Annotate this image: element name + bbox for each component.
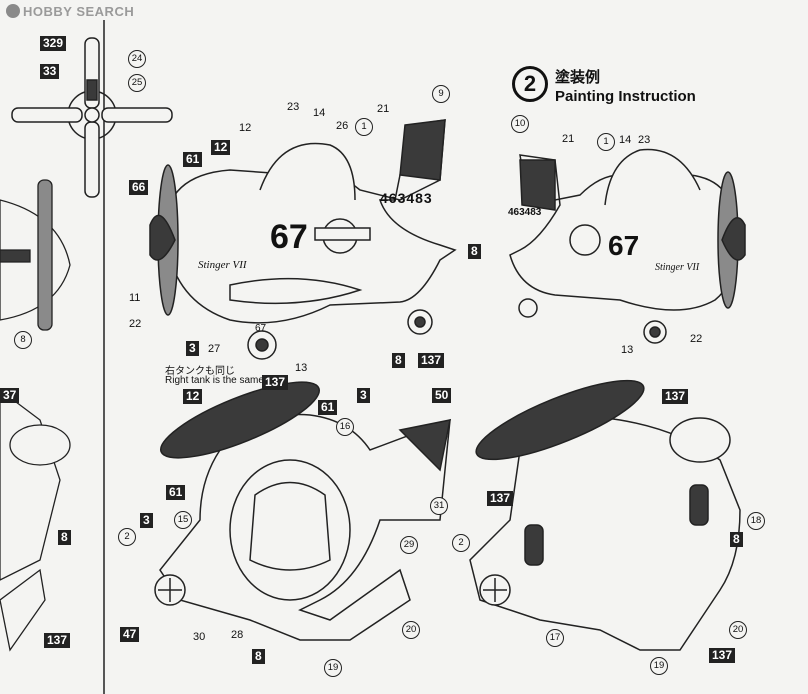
paint-callout-137-bottom: 137	[662, 389, 689, 404]
part-callout-20: 20	[402, 621, 420, 639]
paint-callout-137-side: 137	[262, 375, 289, 390]
section-title-jp: 塗装例	[555, 69, 601, 86]
part-callout-25: 25	[128, 74, 146, 92]
paint-callout-66: 66	[129, 180, 149, 195]
drop-tank-number: 67	[255, 323, 267, 334]
top-view-aircraft	[154, 381, 451, 641]
part-callout-2: 2	[118, 528, 136, 546]
note-en: Right tank is the same.	[165, 375, 267, 386]
part-callout-1-right: 1	[597, 133, 615, 151]
paint-callout-137-bottom3: 137	[709, 648, 736, 663]
part-number-14-right: 14	[618, 134, 633, 146]
paint-callout-8-top: 8	[252, 649, 265, 664]
part-number-14: 14	[312, 107, 327, 119]
paint-callout-137-bottom2: 137	[487, 491, 514, 506]
part-callout-18: 18	[747, 512, 765, 530]
part-number-22-right: 22	[689, 333, 704, 345]
paint-callout-3-side: 3	[186, 341, 199, 356]
section-title-en: Painting Instruction	[555, 88, 696, 105]
part-number-13-right: 13	[620, 344, 635, 356]
part-number-22: 22	[128, 318, 143, 330]
part-number-26: 26	[335, 120, 350, 132]
part-callout-9: 9	[432, 85, 450, 103]
tail-serial-marking: 463483	[380, 190, 433, 206]
paint-callout-37-edge: 37	[0, 388, 20, 403]
note-jp: 右タンクも同じ	[165, 366, 235, 377]
part-number-21-right: 21	[561, 133, 576, 145]
part-callout-10: 10	[511, 115, 529, 133]
brand-watermark: HOBBY SEARCH	[6, 4, 134, 19]
paint-callout-61-top2: 61	[166, 485, 186, 500]
part-callout-2-bottom: 2	[452, 534, 470, 552]
paint-callout-137-wheel: 137	[418, 353, 445, 368]
paint-callout-61-side: 61	[183, 152, 203, 167]
part-number-27: 27	[207, 343, 222, 355]
paint-callout-8-bottom: 8	[730, 532, 743, 547]
part-callout-24: 24	[128, 50, 146, 68]
mirrored-side-view-aircraft	[509, 148, 746, 344]
part-callout-31: 31	[430, 497, 448, 515]
part-number-28: 28	[230, 629, 245, 641]
brand-text: HOBBY SEARCH	[23, 4, 135, 19]
part-callout-19-bottom: 19	[650, 657, 668, 675]
hobby-search-logo-icon	[6, 4, 20, 18]
paint-callout-12-top: 12	[183, 389, 203, 404]
paint-callout-3-wing: 3	[140, 513, 153, 528]
partial-left-view	[0, 179, 71, 652]
part-callout-20-bottom: 20	[729, 621, 747, 639]
bottom-view-aircraft	[469, 379, 741, 651]
part-callout-1: 1	[355, 118, 373, 136]
nose-number-marking-right: 67	[608, 230, 640, 261]
part-number-21: 21	[376, 103, 391, 115]
paint-callout-50: 50	[432, 388, 452, 403]
part-callout-8-left: 8	[14, 331, 32, 349]
nose-number-marking: 67	[270, 218, 308, 256]
part-callout-16: 16	[336, 418, 354, 436]
paint-callout-8-belly: 8	[392, 353, 405, 368]
paint-callout-8-side: 8	[468, 244, 481, 259]
side-view-aircraft	[149, 119, 457, 360]
step-number-badge: 2	[512, 66, 548, 102]
tail-serial-marking-right: 463483	[508, 207, 542, 218]
propeller-diagram	[11, 37, 173, 198]
part-number-13: 13	[294, 362, 309, 374]
nose-art-name-right: Stinger VII	[655, 262, 700, 273]
paint-callout-47: 47	[120, 627, 140, 642]
paint-callout-33: 33	[40, 64, 60, 79]
paint-callout-3-top: 3	[357, 388, 370, 403]
paint-callout-61-top: 61	[318, 400, 338, 415]
part-number-11: 11	[128, 292, 142, 304]
part-number-30: 30	[192, 631, 207, 643]
paint-callout-12-side: 12	[211, 140, 231, 155]
paint-callout-137-edge: 137	[44, 633, 71, 648]
part-callout-29: 29	[400, 536, 418, 554]
part-callout-19: 19	[324, 659, 342, 677]
nose-art-name: Stinger VII	[198, 259, 247, 271]
part-number-23: 23	[286, 101, 301, 113]
part-callout-15: 15	[174, 511, 192, 529]
paint-callout-329: 329	[40, 36, 67, 51]
part-callout-17: 17	[546, 629, 564, 647]
paint-callout-8-edge: 8	[58, 530, 71, 545]
part-number-23-right: 23	[637, 134, 652, 146]
part-number-12: 12	[238, 122, 253, 134]
